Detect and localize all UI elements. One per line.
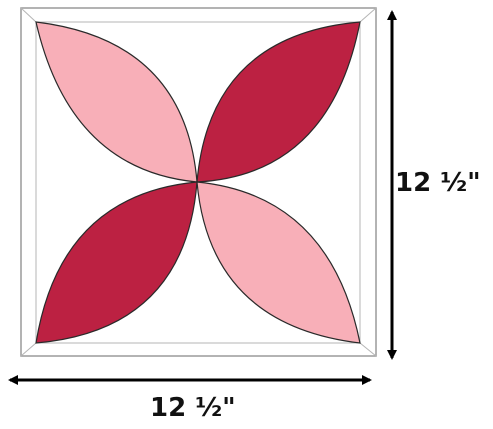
width-dimension-label: 12 ½" — [150, 393, 236, 423]
height-dimension-label: 12 ½" — [395, 168, 481, 198]
corner-bevel-bottom-left — [20, 342, 37, 357]
petal-bottom-right — [196, 181, 361, 344]
corner-bevel-bottom-right — [359, 342, 377, 357]
corner-bevel-top-left — [20, 7, 37, 23]
corner-bevel-top-right — [359, 7, 377, 23]
